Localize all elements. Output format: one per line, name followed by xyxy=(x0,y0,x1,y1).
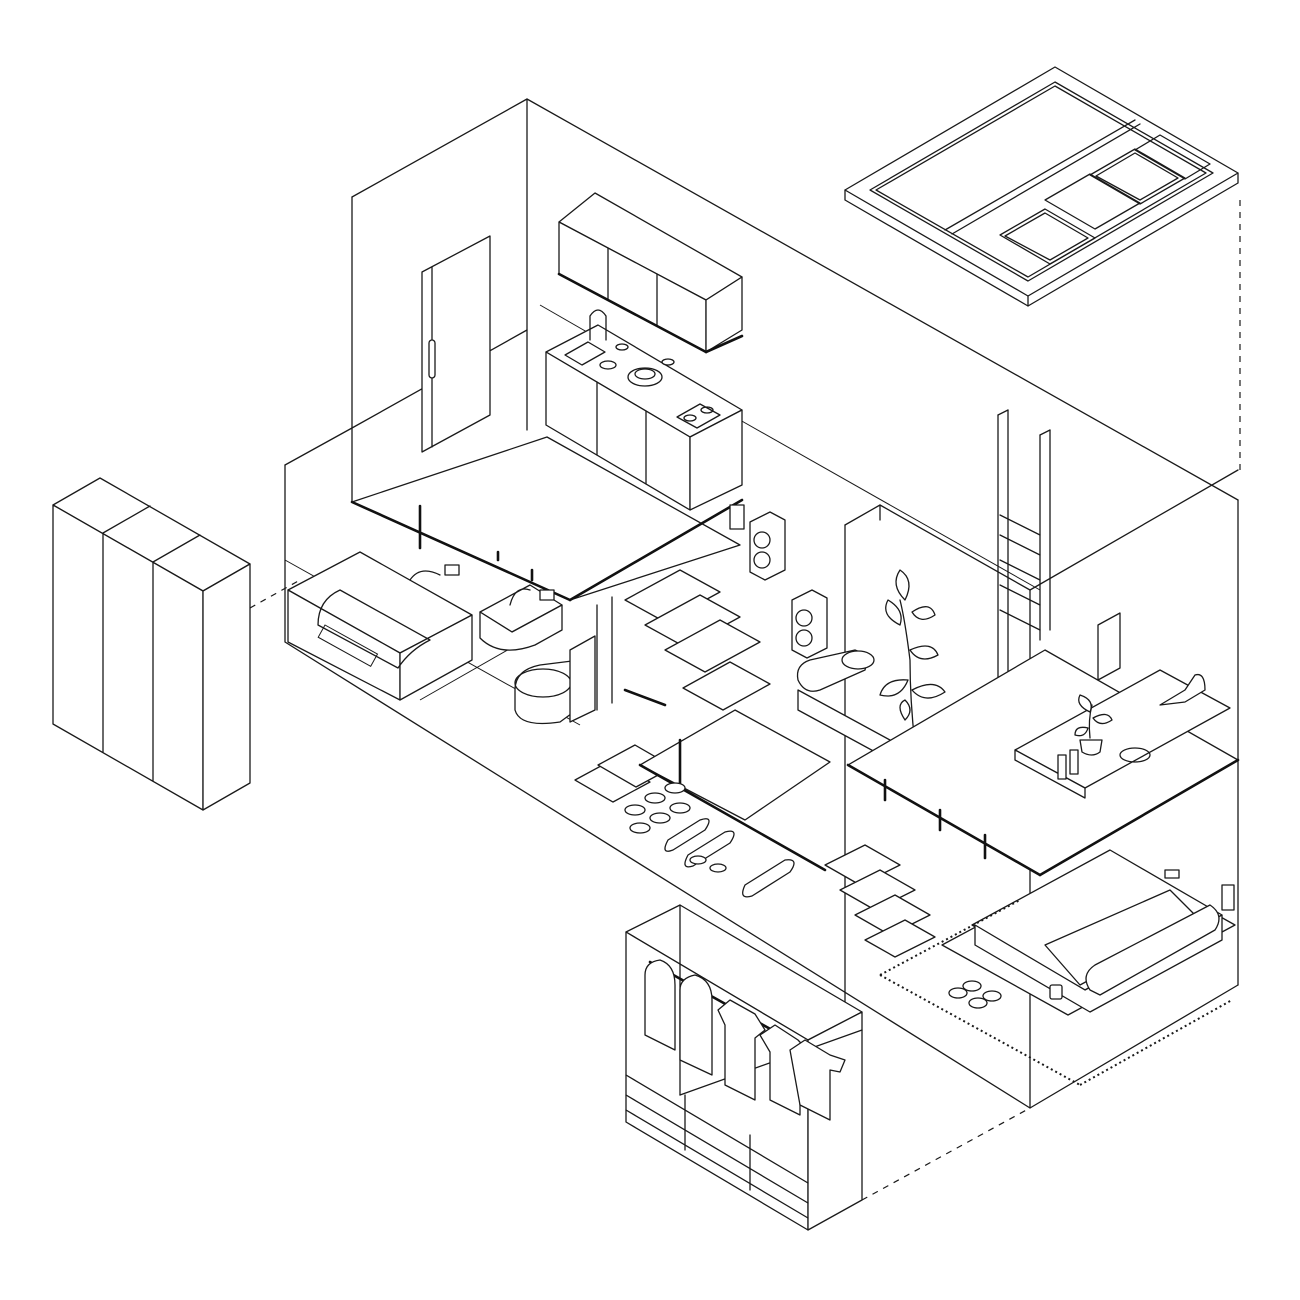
laptop xyxy=(1159,673,1206,706)
faucet xyxy=(589,309,607,341)
wardrobe-guide-line xyxy=(249,579,301,609)
lower-floor-storage xyxy=(624,709,831,898)
loft-ladder xyxy=(997,409,1051,681)
washbasin xyxy=(479,584,563,651)
speakers xyxy=(749,511,828,659)
hob xyxy=(676,403,721,429)
kitchen-counter xyxy=(545,309,743,511)
basin-tap xyxy=(509,588,531,606)
closet-guide-line xyxy=(861,1107,1031,1201)
closet xyxy=(625,904,863,1231)
kitchen-upper-cabinets xyxy=(557,192,744,354)
storage-bins xyxy=(624,782,691,834)
sofa xyxy=(796,649,891,761)
skateboards xyxy=(664,818,795,898)
bath-faucet xyxy=(409,570,441,581)
hanging-clothes xyxy=(644,959,846,1121)
potted-plant-small xyxy=(1074,694,1113,756)
slippers xyxy=(948,980,1002,1009)
bed-pillow xyxy=(1085,904,1220,996)
bathtub-basin xyxy=(317,589,431,669)
toilet xyxy=(514,635,596,725)
loft-platform xyxy=(350,436,745,602)
cooktop-burner xyxy=(627,367,663,387)
loft-desk-level xyxy=(846,612,1240,877)
bed xyxy=(941,849,1236,1016)
sink-basin xyxy=(564,341,606,366)
roof-skylight-frame xyxy=(844,66,1239,307)
wardrobe xyxy=(52,477,251,811)
desk-monitor xyxy=(1097,612,1121,681)
rug xyxy=(879,899,1233,1086)
bathroom-door xyxy=(421,235,491,453)
bathtub xyxy=(287,551,473,701)
